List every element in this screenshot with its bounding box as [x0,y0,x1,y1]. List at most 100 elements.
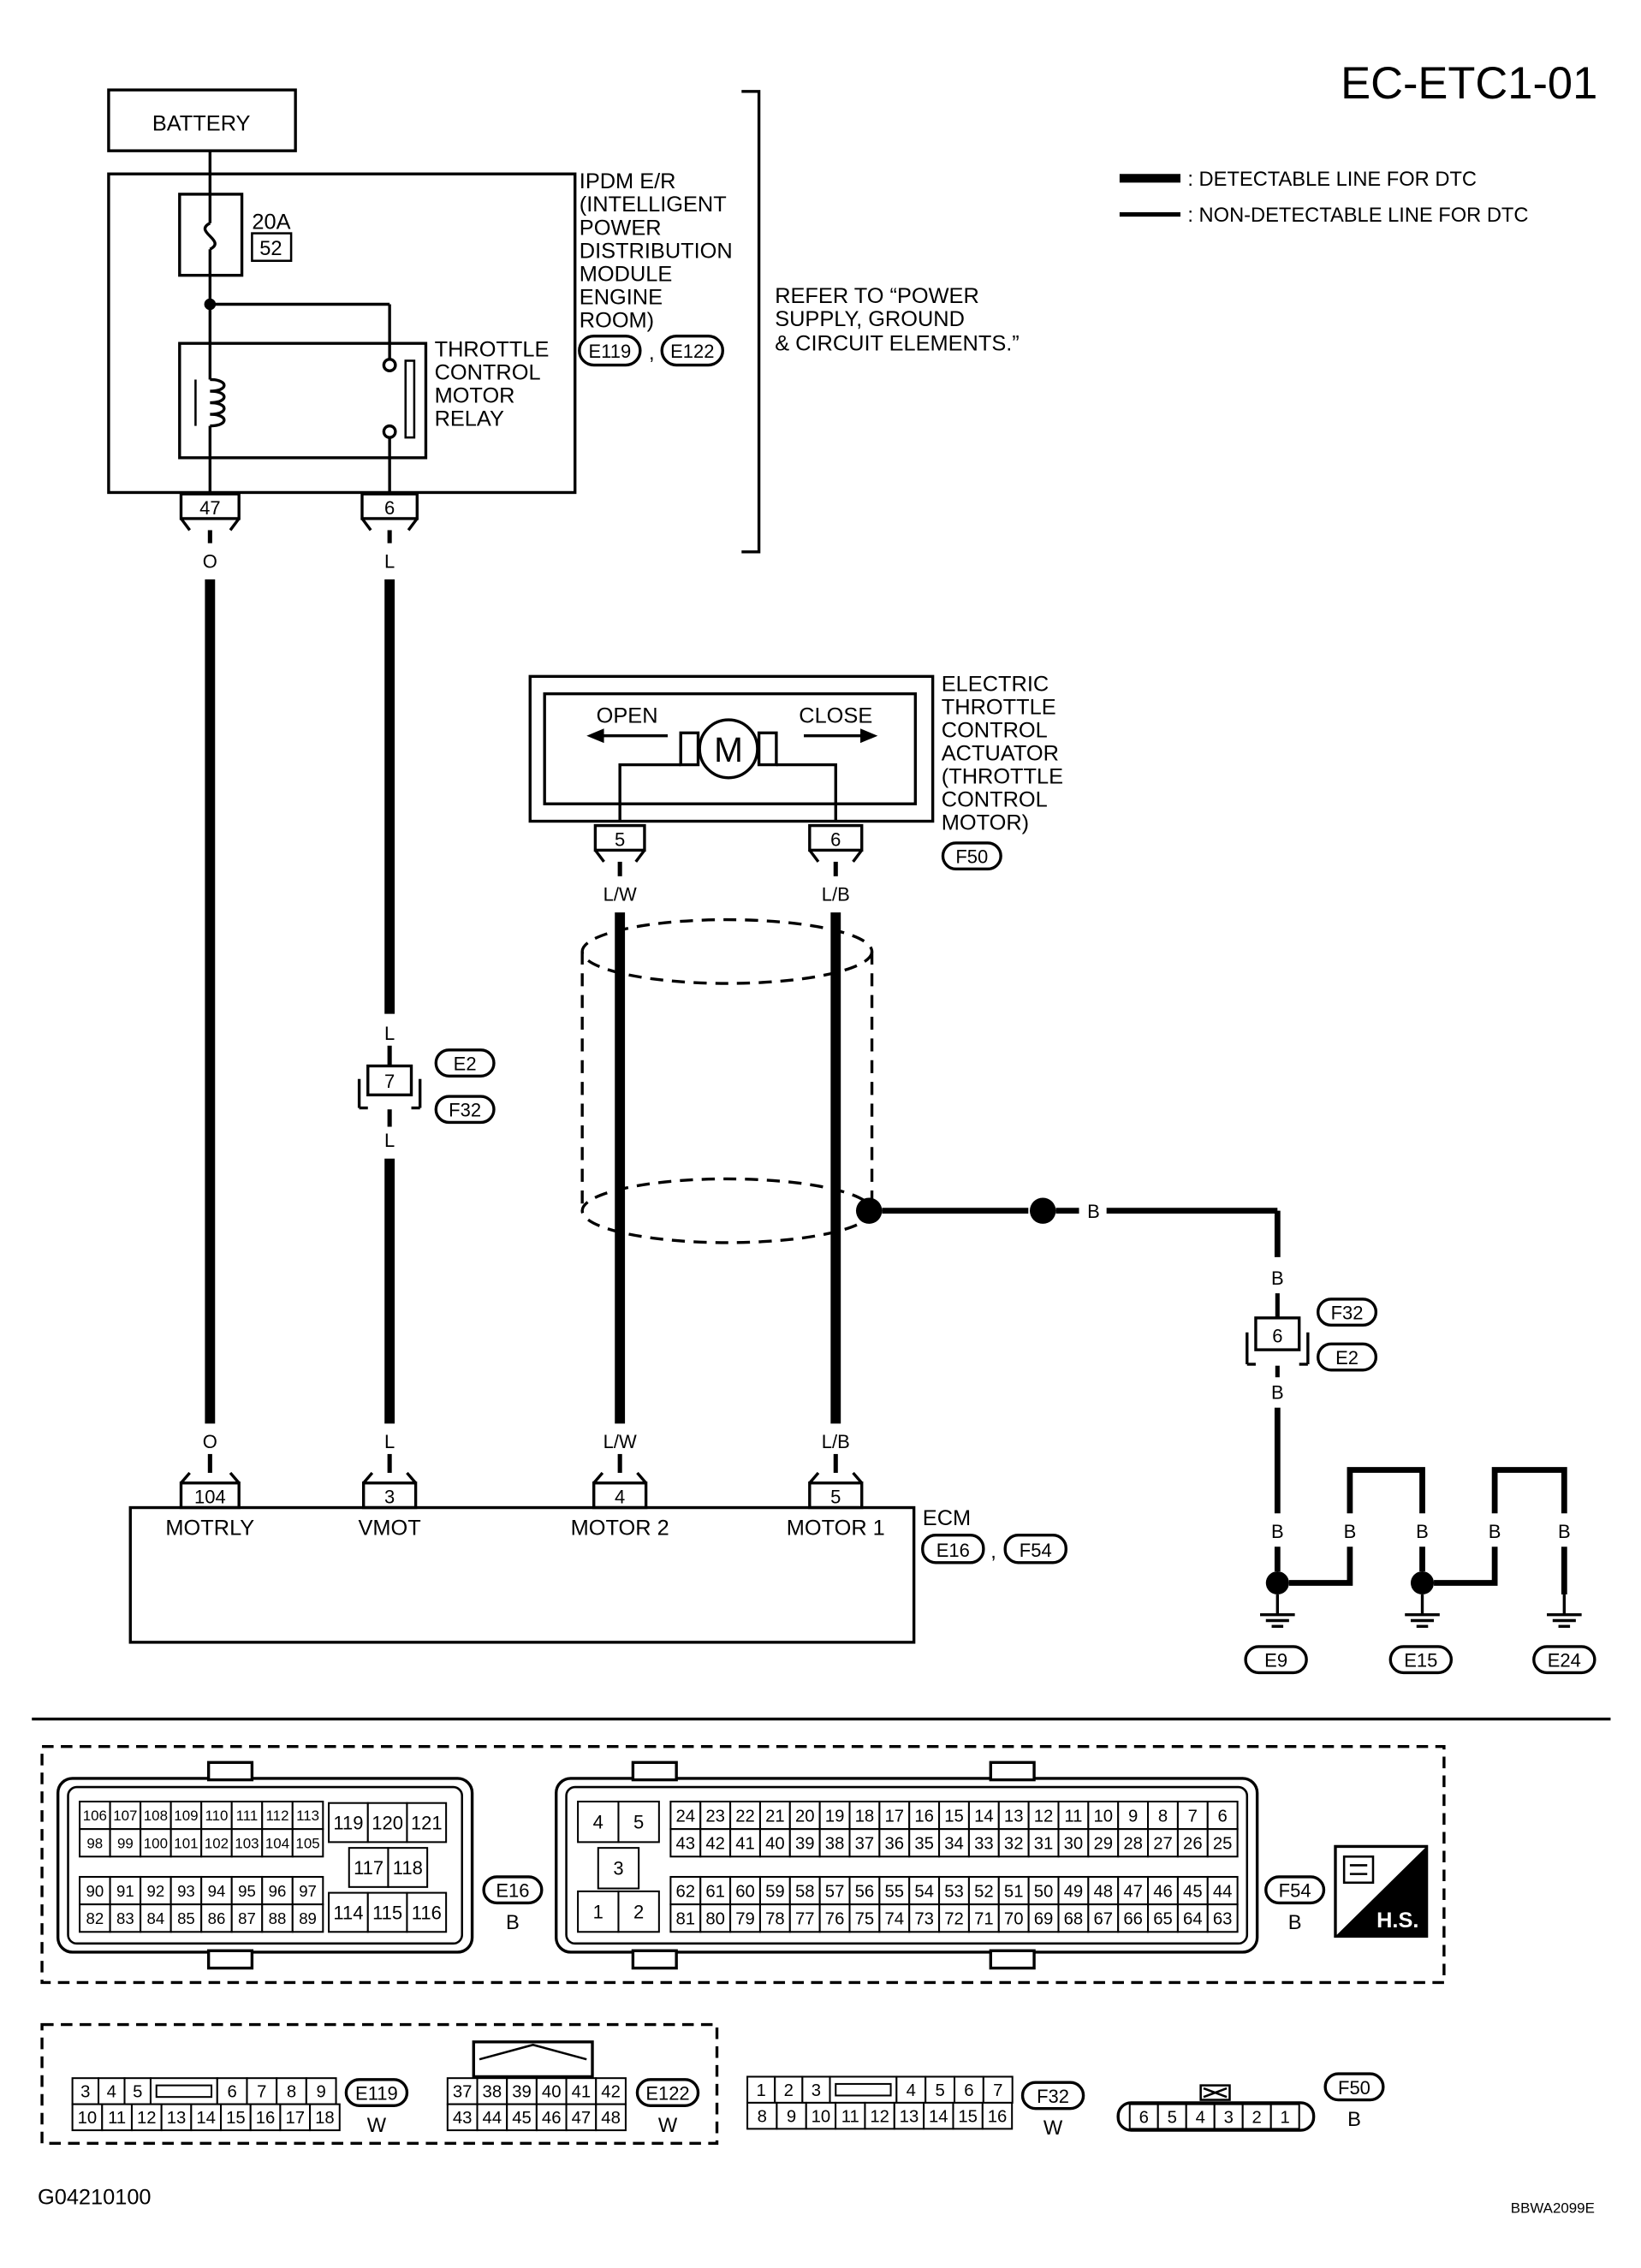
ground-e9: E9 [1264,1650,1287,1671]
e16-cell [109,1875,142,1906]
f50-color: B [1347,2109,1361,2131]
f54-pin-number: 21 [765,1807,785,1826]
e119-cell [160,2103,193,2132]
e16-pin-number: 85 [177,1909,195,1927]
svg-text:6: 6 [1272,1326,1282,1347]
svg-text:(INTELLIGENT: (INTELLIGENT [580,193,727,217]
ecm-pin-3: 3 [361,1471,418,1510]
f54-pin-number: 62 [676,1882,696,1901]
e122-pin-number: 47 [572,2109,592,2128]
e16-pin-number: 102 [205,1835,229,1851]
f54-pin-number: 13 [1004,1807,1024,1826]
e119-pin-number: 17 [285,2109,305,2128]
e119-cell [71,2103,104,2132]
e119-pin-number: 8 [287,2083,296,2102]
f54-cell [1087,1903,1120,1933]
f50-cell [1156,2103,1187,2130]
e119-pin-number: 14 [196,2109,216,2128]
ipdm-label: IPDM E/R (INTELLIGENT POWER DISTRIBUTION… [580,169,733,332]
f54-pin-number: 53 [944,1882,964,1901]
f54-pin-number: 12 [1034,1807,1054,1826]
e122-cell [595,2103,627,2132]
e122-color: W [658,2115,678,2137]
e16-pin-number: 105 [295,1835,319,1851]
svg-text:CONTROL: CONTROL [942,788,1048,812]
f32-pin-number: 10 [812,2107,831,2126]
f54-pin-number: 74 [885,1910,905,1929]
f54-cell [1057,1828,1090,1858]
f54-cell [1117,1828,1150,1858]
page-title: EC-ETC1-01 [1341,59,1597,109]
ipdm-connector-e122: E122 [670,341,714,362]
wire-l-label-2: L [384,1023,395,1044]
fuse-number-box [251,232,293,263]
legend-detectable: : DETECTABLE LINE FOR DTC [1187,169,1477,191]
f54-pin-number: 66 [1123,1910,1143,1929]
e16-cell [230,1875,264,1906]
e119-pin-number: 3 [80,2083,90,2102]
e119-pin-number: 13 [167,2109,187,2128]
f54-pin-number: 47 [1123,1882,1143,1901]
f54-pin-number: 71 [974,1910,994,1929]
f54-pin-number: 36 [885,1835,905,1854]
e16-label: E16 [496,1880,529,1902]
e122-cell [535,2103,568,2132]
f54-pin-number: 8 [1158,1807,1168,1826]
e122-pin-number: 44 [483,2109,502,2128]
ecm-pin-name-motor2: MOTOR 2 [571,1517,669,1541]
e16-pin-number: 82 [86,1909,104,1927]
svg-text:3: 3 [384,1486,395,1507]
joint-connector-6: 6 [1246,1316,1310,1366]
f54-pin-number: 40 [765,1835,785,1854]
wire-b-label-4: B [1271,1521,1284,1542]
svg-text:& CIRCUIT ELEMENTS.”: & CIRCUIT ELEMENTS.” [775,332,1020,356]
wire-b-label-5: B [1344,1521,1357,1542]
f54-pin-number: 81 [676,1910,696,1929]
svg-text:THROTTLE: THROTTLE [435,337,550,361]
f54-pin-number: 17 [885,1807,905,1826]
f54-pin-number: 23 [705,1807,725,1826]
f54-pin-number: 26 [1183,1835,1203,1854]
f32-pin-number: 9 [787,2107,796,2126]
e16-cell [79,1875,111,1906]
e122-cell [506,2077,538,2105]
e119-label: E119 [355,2083,398,2105]
e16-pin-number: 106 [83,1808,107,1824]
e119-pin-number: 6 [227,2083,236,2102]
e16-pin-number: 110 [205,1808,228,1824]
e16-pin-number: 104 [265,1835,289,1851]
f54-cell [1206,1875,1239,1906]
f54-pin-number: 50 [1034,1882,1054,1901]
f54-color: B [1288,1912,1302,1934]
footer-code-right: BBWA2099E [1511,2200,1595,2217]
e122-cell [595,2077,627,2105]
f54-pin-number: 64 [1183,1910,1203,1929]
e16-pin-number: 113 [296,1808,319,1824]
f54-cell [1117,1903,1150,1933]
motor-icon [698,718,759,780]
e122-pin-number: 42 [601,2083,621,2102]
f54-pin-number: 70 [1004,1910,1024,1929]
shield-icon [580,917,874,1244]
f32-cell [923,2101,954,2130]
relay-box [178,341,428,460]
f54-pin-number: 37 [855,1835,875,1854]
svg-text:7: 7 [384,1071,395,1092]
f54-pin-number: 48 [1093,1882,1113,1901]
f54-pin-number: 54 [914,1882,934,1901]
f50-pin-number: 4 [1196,2108,1205,2127]
e16-pin-number: 96 [269,1882,287,1900]
f32-pin-number: 5 [935,2081,944,2100]
e122-cell [446,2077,479,2105]
f54-cell [997,1800,1030,1831]
e16-pin-number: 97 [299,1882,317,1900]
svg-text:ELECTRIC: ELECTRIC [942,672,1049,696]
e119-pin-number: 12 [137,2109,157,2128]
e122-pin-number: 43 [453,2109,473,2128]
f54-cell [669,1800,702,1831]
f54-pin-number: 63 [1213,1910,1233,1929]
svg-text:MOTOR: MOTOR [435,384,515,408]
f54-cell [997,1828,1030,1858]
svg-text:4: 4 [615,1486,625,1507]
wire-b-label-7: B [1489,1521,1501,1542]
